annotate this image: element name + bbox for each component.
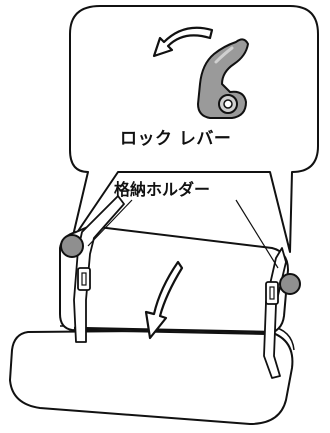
leader-lines (87, 199, 279, 269)
lock-lever-icon (197, 38, 249, 119)
storage-holder-label: 格納ホルダー (114, 180, 211, 199)
callout-bubble (69, 5, 319, 253)
storage-holder-icon (60, 234, 301, 295)
seat-cushion (9, 325, 295, 425)
curved-arrow-icon (152, 26, 214, 58)
downward-arrow-icon (144, 260, 184, 340)
left-belt-strap (73, 195, 125, 343)
lock-lever-label: ロック レバー (120, 129, 232, 149)
